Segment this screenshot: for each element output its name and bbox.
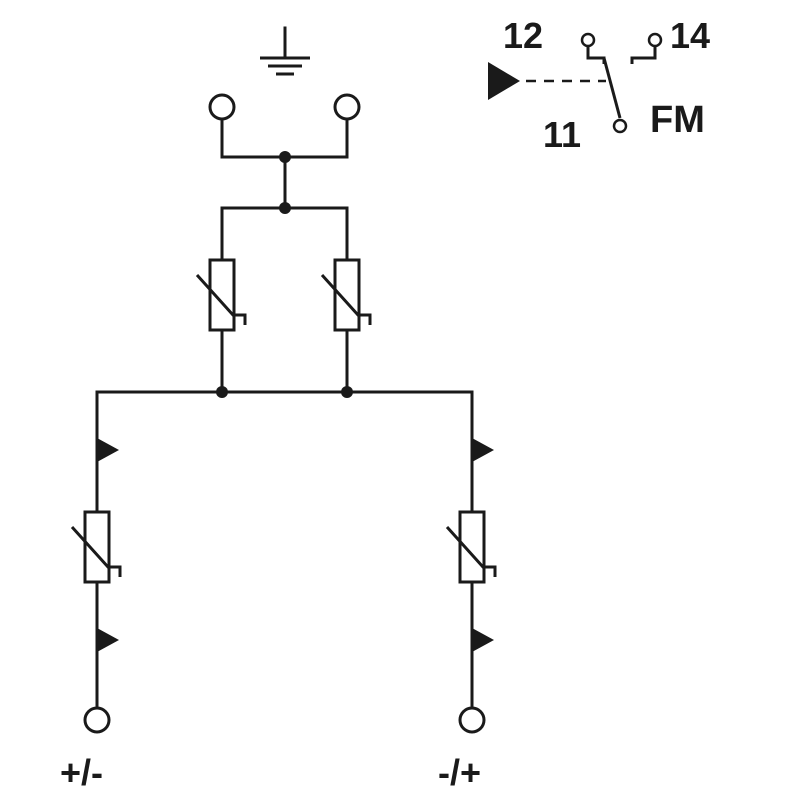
varistor-left-icon — [70, 510, 122, 584]
wiring — [95, 26, 474, 710]
junction-dot — [341, 386, 353, 398]
terminal-left-icon — [83, 706, 111, 734]
junction-dots — [216, 151, 353, 398]
contact-11-terminal-icon — [612, 118, 628, 134]
varistor-right-icon — [445, 510, 497, 584]
signal-triangle-icon — [97, 628, 119, 652]
contact-actuator-triangle-icon — [488, 62, 520, 100]
junction-dot — [216, 386, 228, 398]
ground-icon — [260, 56, 310, 76]
junction-dot — [279, 151, 291, 163]
contact-12-label: 12 — [503, 15, 543, 56]
changeover-contact-icon — [488, 32, 663, 134]
signal-triangles — [97, 438, 494, 652]
contact-12-arm — [586, 46, 606, 64]
terminal-pe-left-icon — [208, 93, 236, 121]
signal-triangle-icon — [97, 438, 119, 462]
contact-14-arm — [630, 46, 657, 64]
contact-blade — [602, 57, 622, 119]
contact-14-label: 14 — [670, 15, 710, 56]
contact-14-terminal-icon — [647, 32, 663, 48]
contact-11-label: 11 — [543, 114, 581, 155]
terminal-pe-right-icon — [333, 93, 361, 121]
signal-triangle-icon — [472, 438, 494, 462]
junction-dot — [279, 202, 291, 214]
signal-triangle-icon — [472, 628, 494, 652]
varistor-upper-right-icon — [320, 258, 372, 332]
terminal-right-icon — [458, 706, 486, 734]
contact-12-terminal-icon — [580, 32, 596, 48]
varistor-upper-left-icon — [195, 258, 247, 332]
terminal-left-label: +/- — [60, 752, 103, 793]
terminal-right-label: -/+ — [438, 752, 481, 793]
fm-label: FM — [650, 99, 705, 141]
